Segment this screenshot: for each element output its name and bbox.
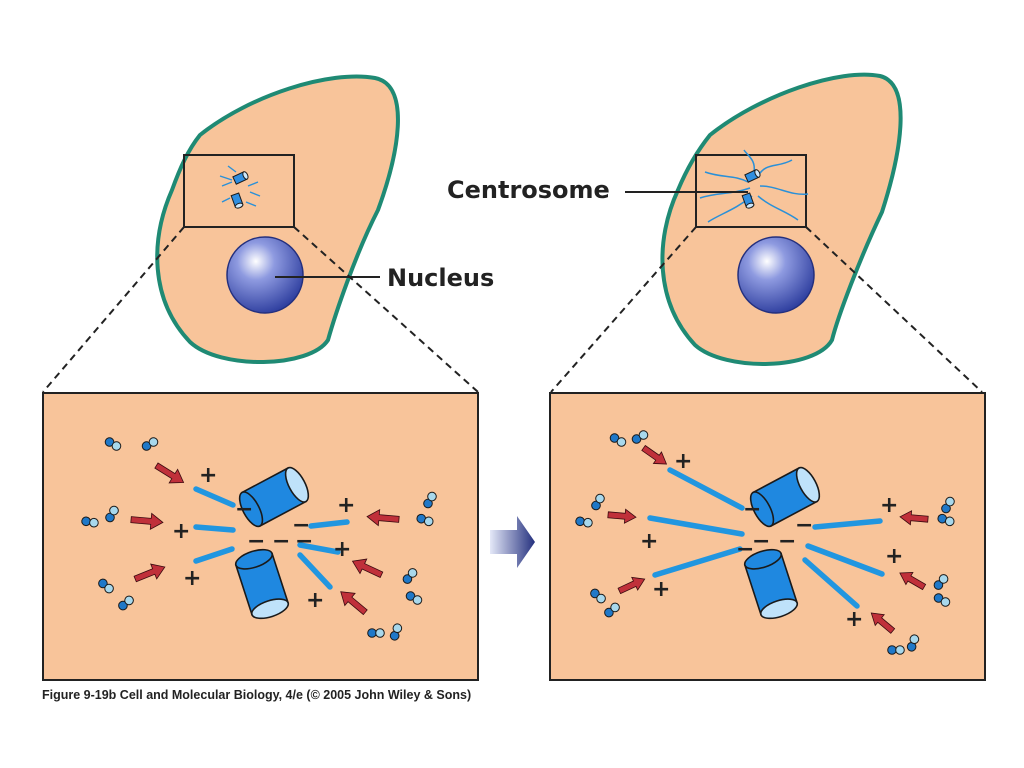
centrosome-label-group: Centrosome [447, 176, 748, 204]
microtubules-left [193, 486, 350, 590]
svg-text:+: + [172, 519, 190, 544]
svg-text:+: + [306, 588, 324, 613]
svg-text:+: + [640, 529, 658, 554]
centrosome-label: Centrosome [447, 176, 610, 204]
svg-text:+: + [845, 607, 863, 632]
cell-right-membrane [660, 72, 903, 366]
panel-right-frame [549, 392, 986, 681]
nucleus-left [226, 236, 304, 314]
svg-text:−: − [235, 497, 253, 522]
zoom-box-left [183, 154, 295, 228]
svg-text:+: + [183, 566, 201, 591]
nucleus-label-group: Nucleus [275, 264, 494, 292]
svg-text:+: + [333, 537, 351, 562]
svg-text:+: + [652, 577, 670, 602]
panel-left-frame [42, 392, 479, 681]
centrosome-small-left [219, 165, 261, 207]
svg-text:−: − [247, 529, 265, 554]
svg-text:−: − [778, 529, 796, 554]
svg-text:−: − [795, 513, 813, 538]
figure-caption: Figure 9-19b Cell and Molecular Biology,… [42, 688, 472, 702]
svg-text:+: + [199, 463, 217, 488]
polarity-signs-left: + + + + + + − − − − − [172, 463, 355, 613]
svg-text:−: − [292, 513, 310, 538]
svg-text:−: − [272, 529, 290, 554]
nucleus-right [737, 236, 815, 314]
svg-text:−: − [743, 497, 761, 522]
microtubules-right [647, 467, 885, 609]
svg-text:−: − [736, 537, 754, 562]
svg-text:−: − [752, 529, 770, 554]
cell-left [155, 74, 400, 364]
panel-left: + + + + + + − − − − − [42, 392, 479, 681]
panel-right: + + + + + + − − − − − [549, 392, 986, 681]
arrows-right [607, 444, 929, 634]
arrows-left [130, 462, 400, 616]
nucleus-label: Nucleus [387, 264, 494, 292]
svg-text:+: + [674, 449, 692, 474]
svg-text:+: + [880, 493, 898, 518]
cell-right [660, 72, 903, 366]
svg-text:+: + [337, 493, 355, 518]
projection-lines [42, 226, 983, 393]
polarity-signs-right: + + + + + + − − − − − [640, 449, 903, 632]
transition-arrow [490, 516, 535, 568]
svg-text:−: − [295, 529, 313, 554]
svg-text:+: + [885, 544, 903, 569]
cell-left-membrane [155, 74, 400, 364]
